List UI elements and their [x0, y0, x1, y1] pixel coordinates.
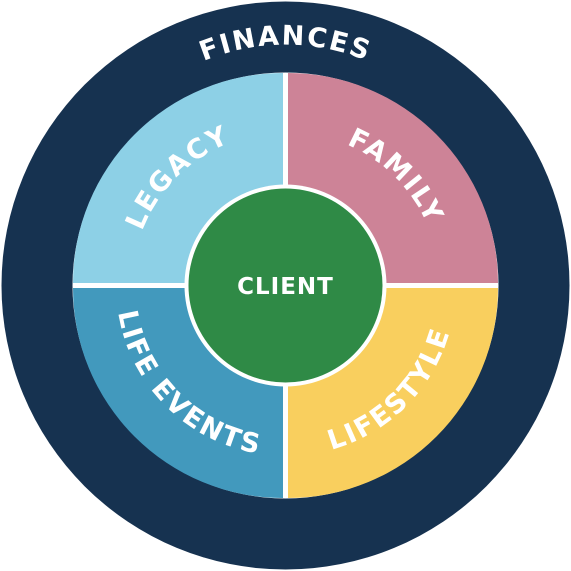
client-circle — [188, 188, 383, 383]
client-label: CLIENT — [237, 274, 334, 300]
